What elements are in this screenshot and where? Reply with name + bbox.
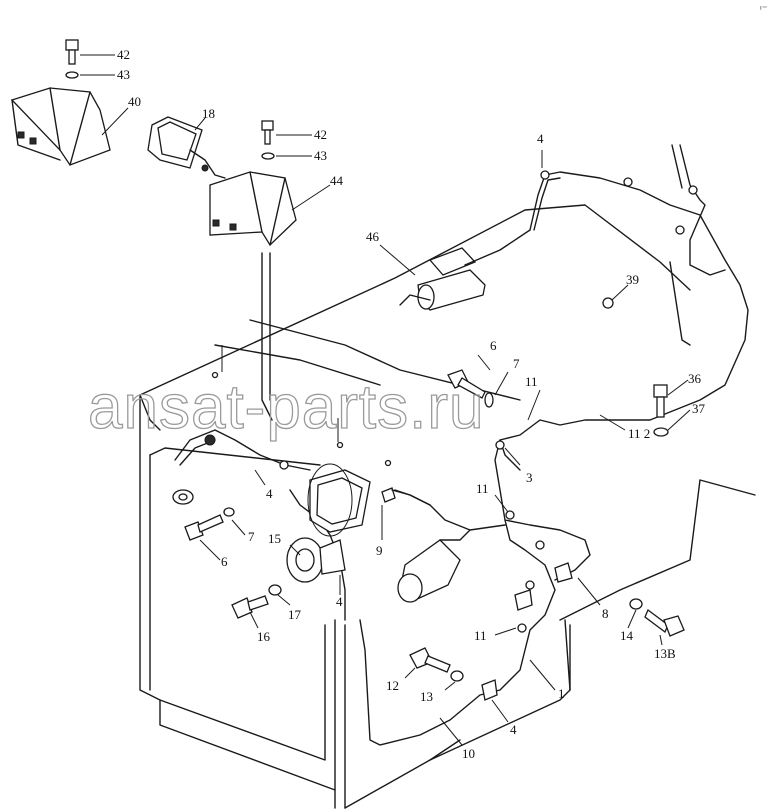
wiper-motor-46	[399, 229, 531, 311]
callout-16: 16	[257, 629, 271, 644]
bolt-6-upper	[447, 369, 494, 408]
callout-18: 18	[202, 106, 215, 121]
clip-4-lower	[481, 679, 498, 701]
callout-6-upper: 6	[490, 338, 497, 353]
horn-15	[286, 537, 346, 583]
callout-labels: 42 43 40 18 42 43 44 4 46 39 6 7 11 36 3…	[117, 47, 706, 761]
callout-37: 37	[692, 401, 706, 416]
washer-37	[653, 427, 669, 437]
callout-7-lower: 7	[248, 529, 255, 544]
callout-4-horn: 4	[336, 594, 343, 609]
callout-13B: 13B	[654, 646, 676, 661]
callout-15: 15	[268, 531, 281, 546]
callout-44: 44	[330, 173, 344, 188]
bolt-36	[653, 384, 668, 418]
bolt-13B	[644, 608, 685, 637]
left-harness	[174, 429, 346, 621]
callout-13: 13	[420, 689, 433, 704]
bracket-40	[10, 87, 111, 166]
callout-4-bottom: 4	[510, 722, 517, 737]
watermark-text: ansat-parts.ru	[88, 373, 485, 442]
washer-13	[450, 670, 464, 682]
callout-4-left: 4	[266, 486, 273, 501]
callout-9: 9	[376, 543, 383, 558]
bolt-42-top	[65, 39, 79, 65]
callout-14: 14	[620, 628, 634, 643]
bracket-44	[209, 171, 297, 247]
callout-39: 39	[626, 272, 639, 287]
callout-1: 1	[558, 686, 565, 701]
washer-7-lower	[223, 507, 235, 517]
callout-43-mid: 43	[314, 148, 327, 163]
roof-harness	[529, 144, 749, 421]
bolt-6-lower	[184, 514, 224, 541]
bolt-12	[409, 647, 451, 673]
callout-3: 3	[526, 470, 533, 485]
bolt-42-mid	[261, 120, 274, 145]
callout-12: 12	[386, 678, 399, 693]
guide-line-44	[261, 252, 273, 421]
callout-46: 46	[366, 229, 380, 244]
washer-43-mid	[261, 152, 275, 160]
callout-42-mid: 42	[314, 127, 327, 142]
work-lamp-lower	[307, 463, 371, 537]
washer-17	[268, 584, 282, 596]
callout-7-upper: 7	[513, 356, 520, 371]
callout-6-lower: 6	[221, 554, 228, 569]
callout-17: 17	[288, 607, 302, 622]
leader-lines	[80, 54, 691, 746]
bolt-39	[602, 297, 614, 309]
washer-43-top	[65, 71, 79, 79]
callout-11-lower: 11	[474, 628, 487, 643]
wiper-motor-lower	[397, 529, 471, 603]
callout-4-top: 4	[537, 131, 544, 146]
callout-8: 8	[602, 606, 609, 621]
callout-43-top: 43	[117, 67, 130, 82]
nut-left	[172, 489, 194, 505]
callout-36: 36	[688, 371, 702, 386]
corner-mark: ʳ⁻	[760, 4, 767, 15]
callout-42-top: 42	[117, 47, 130, 62]
callout-11-upper: 11	[525, 374, 538, 389]
callout-10: 10	[462, 746, 475, 761]
cab-body	[139, 204, 756, 809]
callout-11-mid: 11	[476, 481, 489, 496]
connector-9	[381, 487, 431, 506]
washer-14	[629, 598, 643, 610]
work-lamp-18	[147, 116, 226, 179]
bolt-16	[231, 595, 269, 619]
callout-11-2: 11 2	[628, 426, 650, 441]
callout-40: 40	[128, 94, 141, 109]
